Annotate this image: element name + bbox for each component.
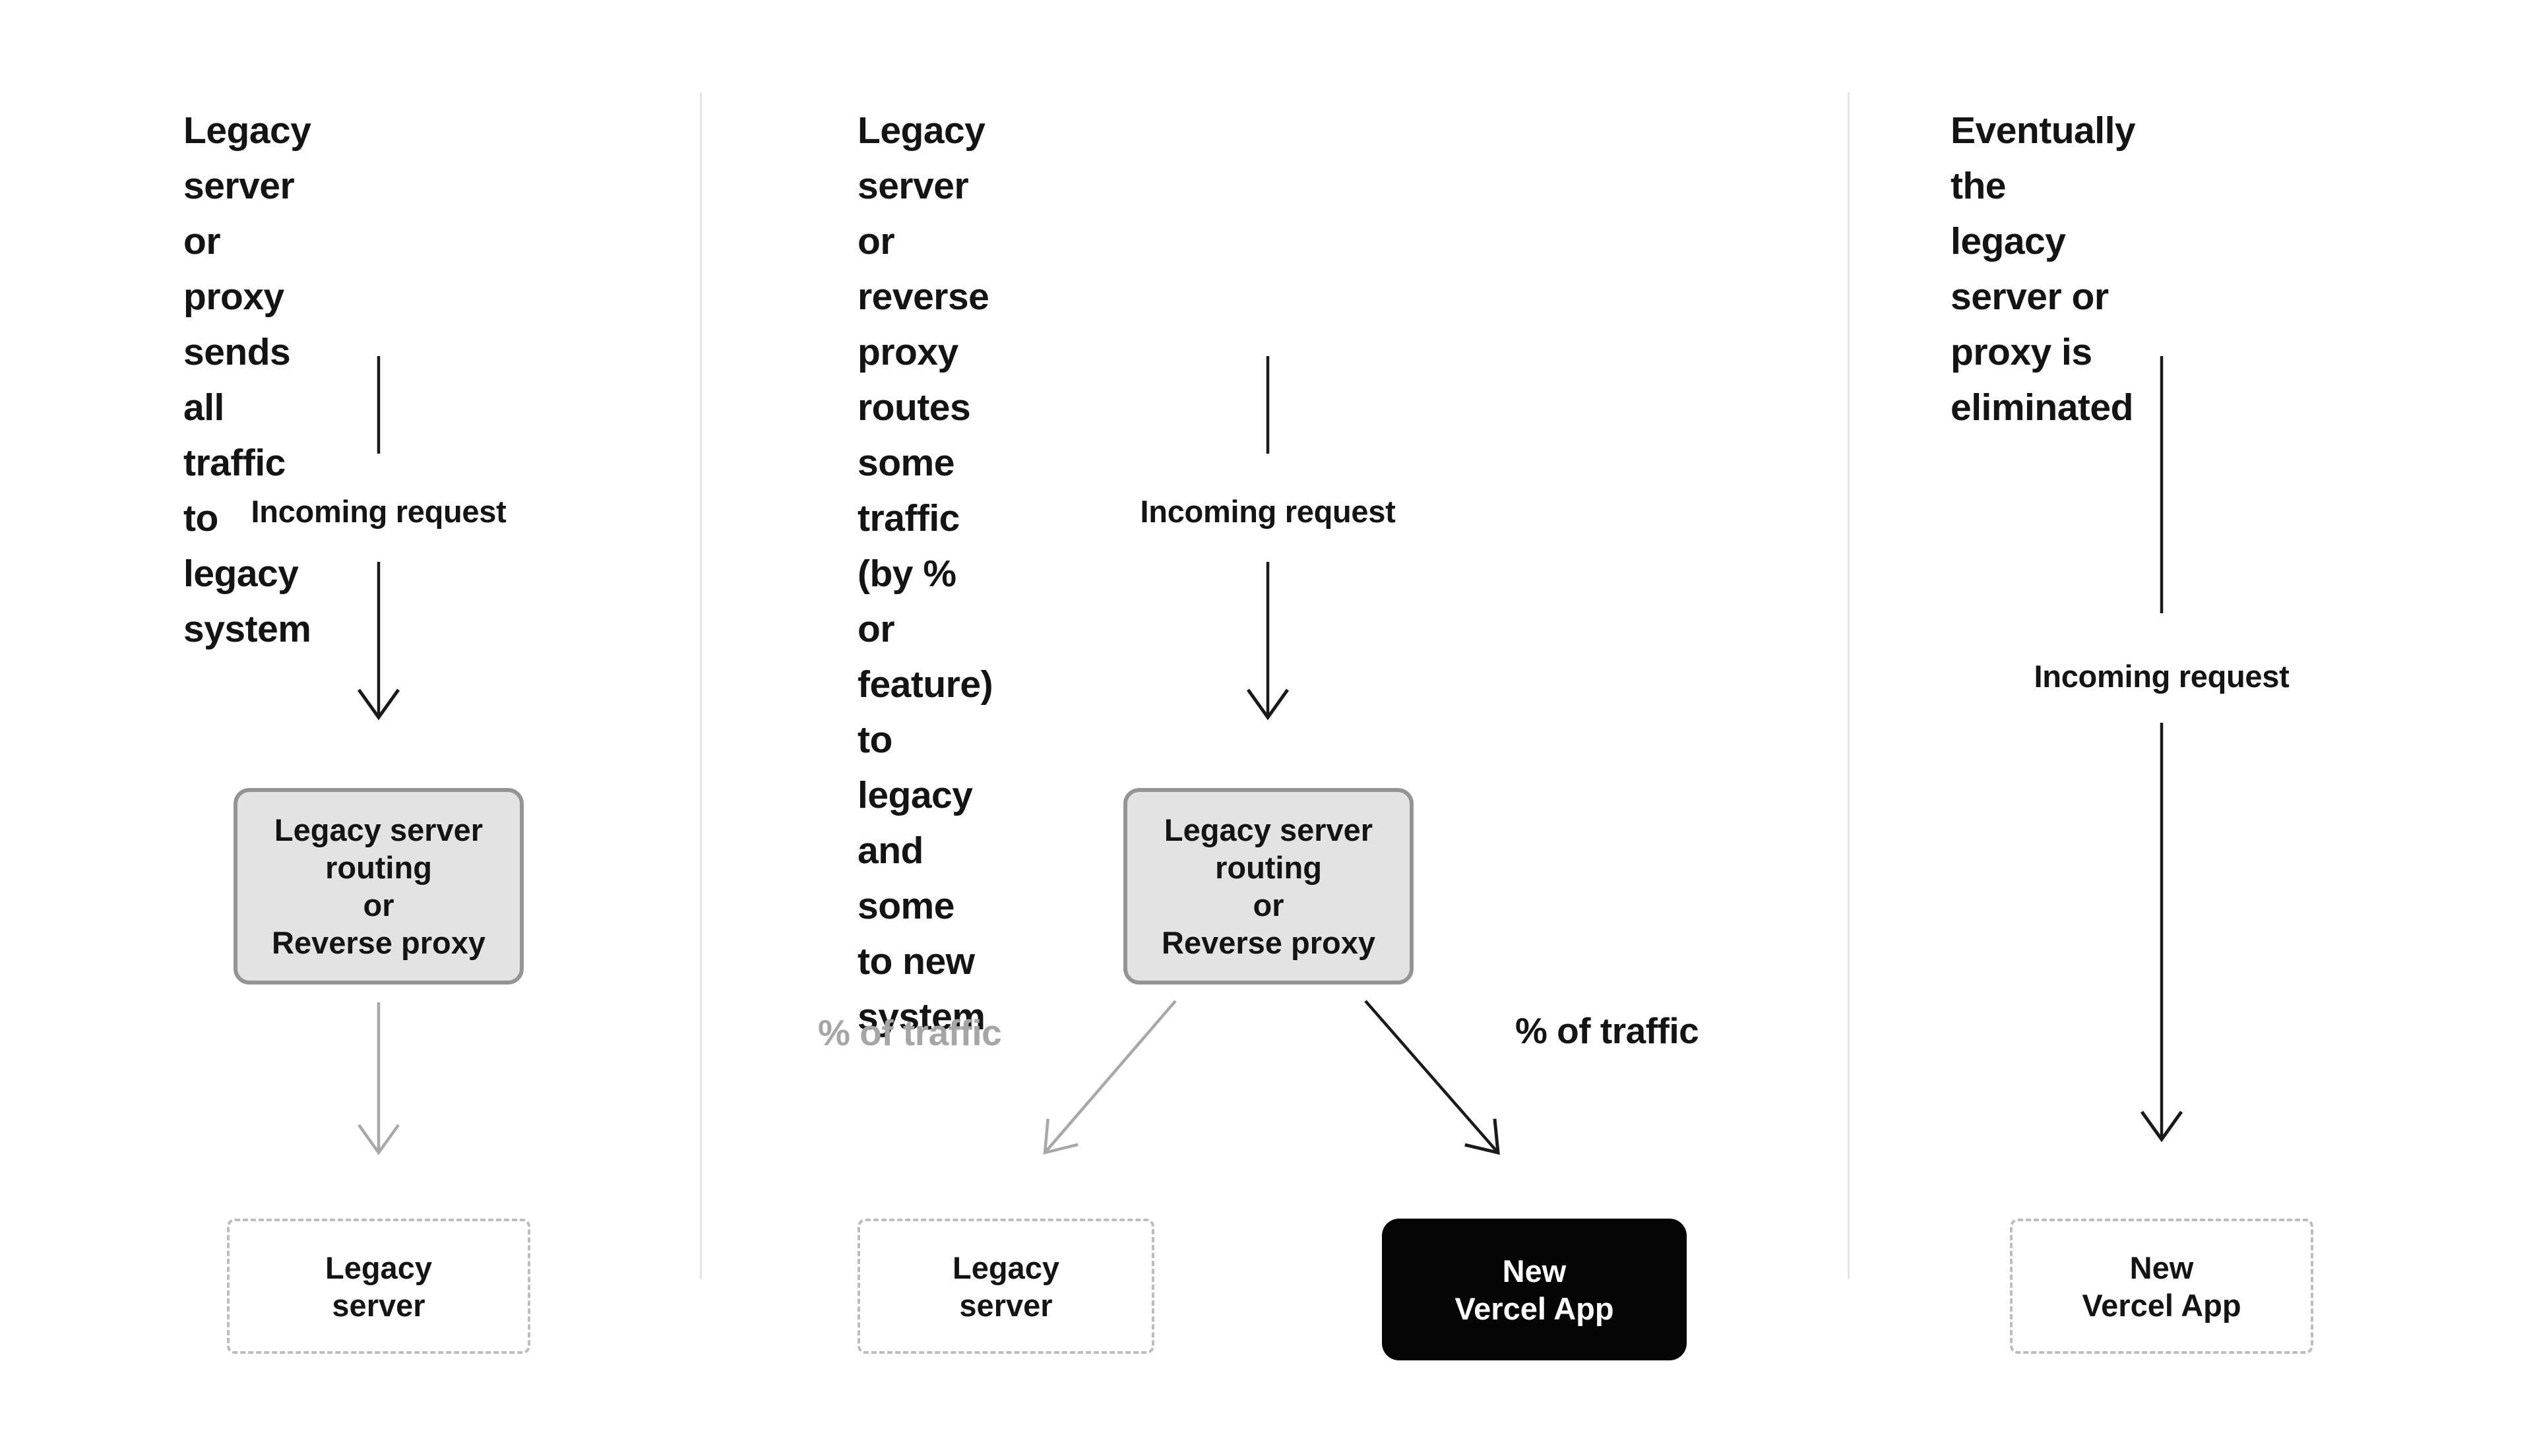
stage2-traffic-to-legacy-arrow [1043, 1000, 1177, 1155]
stage2-legacy-server-box: Legacy server [858, 1219, 1154, 1354]
stage2-traffic-percent-label-vercel: % of traffic [1515, 1010, 1699, 1051]
column-divider-left [700, 92, 702, 1279]
stage3-title: Eventually the legacy server or proxy is… [1951, 109, 2136, 429]
stage3-incoming-request-label: Incoming request [2034, 659, 2290, 694]
stage2-new-vercel-app-box: New Vercel App [1382, 1219, 1687, 1360]
stage2-new-vercel-app-label: New Vercel App [1454, 1253, 1614, 1326]
stage2-routing-box: Legacy server routing or Reverse proxy [1123, 788, 1414, 985]
stage2-title: Legacy server or reverse proxy routes so… [858, 109, 993, 1038]
stage3-new-vercel-app-label: New Vercel App [2082, 1250, 2241, 1323]
stage1-incoming-request-label: Incoming request [251, 494, 507, 529]
stage1-routing-box-label: Legacy server routing or Reverse proxy [272, 812, 485, 960]
stage2-traffic-to-vercel-arrow [1364, 1000, 1500, 1155]
stage2-legacy-server-label: Legacy server [953, 1250, 1059, 1323]
stage1-legacy-server-label: Legacy server [325, 1250, 432, 1323]
stage2-traffic-percent-label-legacy: % of traffic [818, 1012, 1002, 1053]
column-divider-right [1848, 92, 1850, 1279]
stage2-routing-box-label: Legacy server routing or Reverse proxy [1162, 812, 1375, 960]
stage2-incoming-request-label: Incoming request [1140, 494, 1396, 529]
stage1-routing-box: Legacy server routing or Reverse proxy [234, 788, 524, 985]
stage3-new-vercel-app-box: New Vercel App [2010, 1219, 2313, 1354]
stage1-legacy-server-box: Legacy server [227, 1219, 530, 1354]
stage1-title: Legacy server or proxy sends all traffic… [183, 109, 311, 650]
